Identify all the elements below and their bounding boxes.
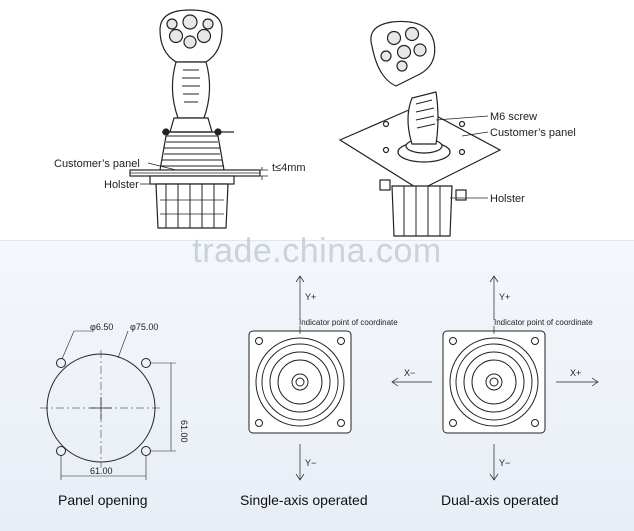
panel-opening-caption: Panel opening — [58, 492, 148, 508]
right-leader-lines — [435, 115, 489, 199]
dim-circle-label: φ75.00 — [130, 322, 158, 332]
dual-y-plus: Y+ — [499, 292, 510, 302]
customer-panel-left-label: Customer’s panel — [54, 158, 140, 170]
dual-axis-caption: Dual-axis operated — [441, 492, 559, 508]
joystick-right-illustration — [338, 20, 502, 237]
dim-hole-label: φ6.50 — [90, 322, 113, 332]
dual-y-minus: Y− — [499, 458, 510, 468]
dual-x-minus: X− — [404, 368, 415, 378]
joystick-left-illustration — [129, 9, 261, 229]
single-axis-drawing — [248, 275, 352, 481]
single-axis-caption: Single-axis operated — [240, 492, 368, 508]
dim-vertical-label: 61.00 — [179, 420, 189, 443]
holster-right-label: Holster — [490, 193, 525, 205]
thickness-label: t≤4mm — [272, 162, 306, 174]
m6-screw-label: M6 screw — [490, 111, 537, 123]
single-y-plus: Y+ — [305, 292, 316, 302]
left-leader-lines — [140, 162, 268, 185]
dual-indicator-label: Indicator point of coordinate — [494, 318, 593, 327]
single-y-minus: Y− — [305, 458, 316, 468]
dim-horizontal-label: 61.00 — [90, 466, 113, 476]
dual-x-plus: X+ — [570, 368, 581, 378]
top-section — [0, 0, 634, 240]
dual-axis-drawing — [391, 275, 599, 481]
panel-opening-drawing — [40, 330, 176, 480]
single-indicator-label: Indicator point of coordinate — [299, 318, 398, 327]
holster-left-label: Holster — [104, 179, 139, 191]
customer-panel-right-label: Customer’s panel — [490, 127, 576, 139]
